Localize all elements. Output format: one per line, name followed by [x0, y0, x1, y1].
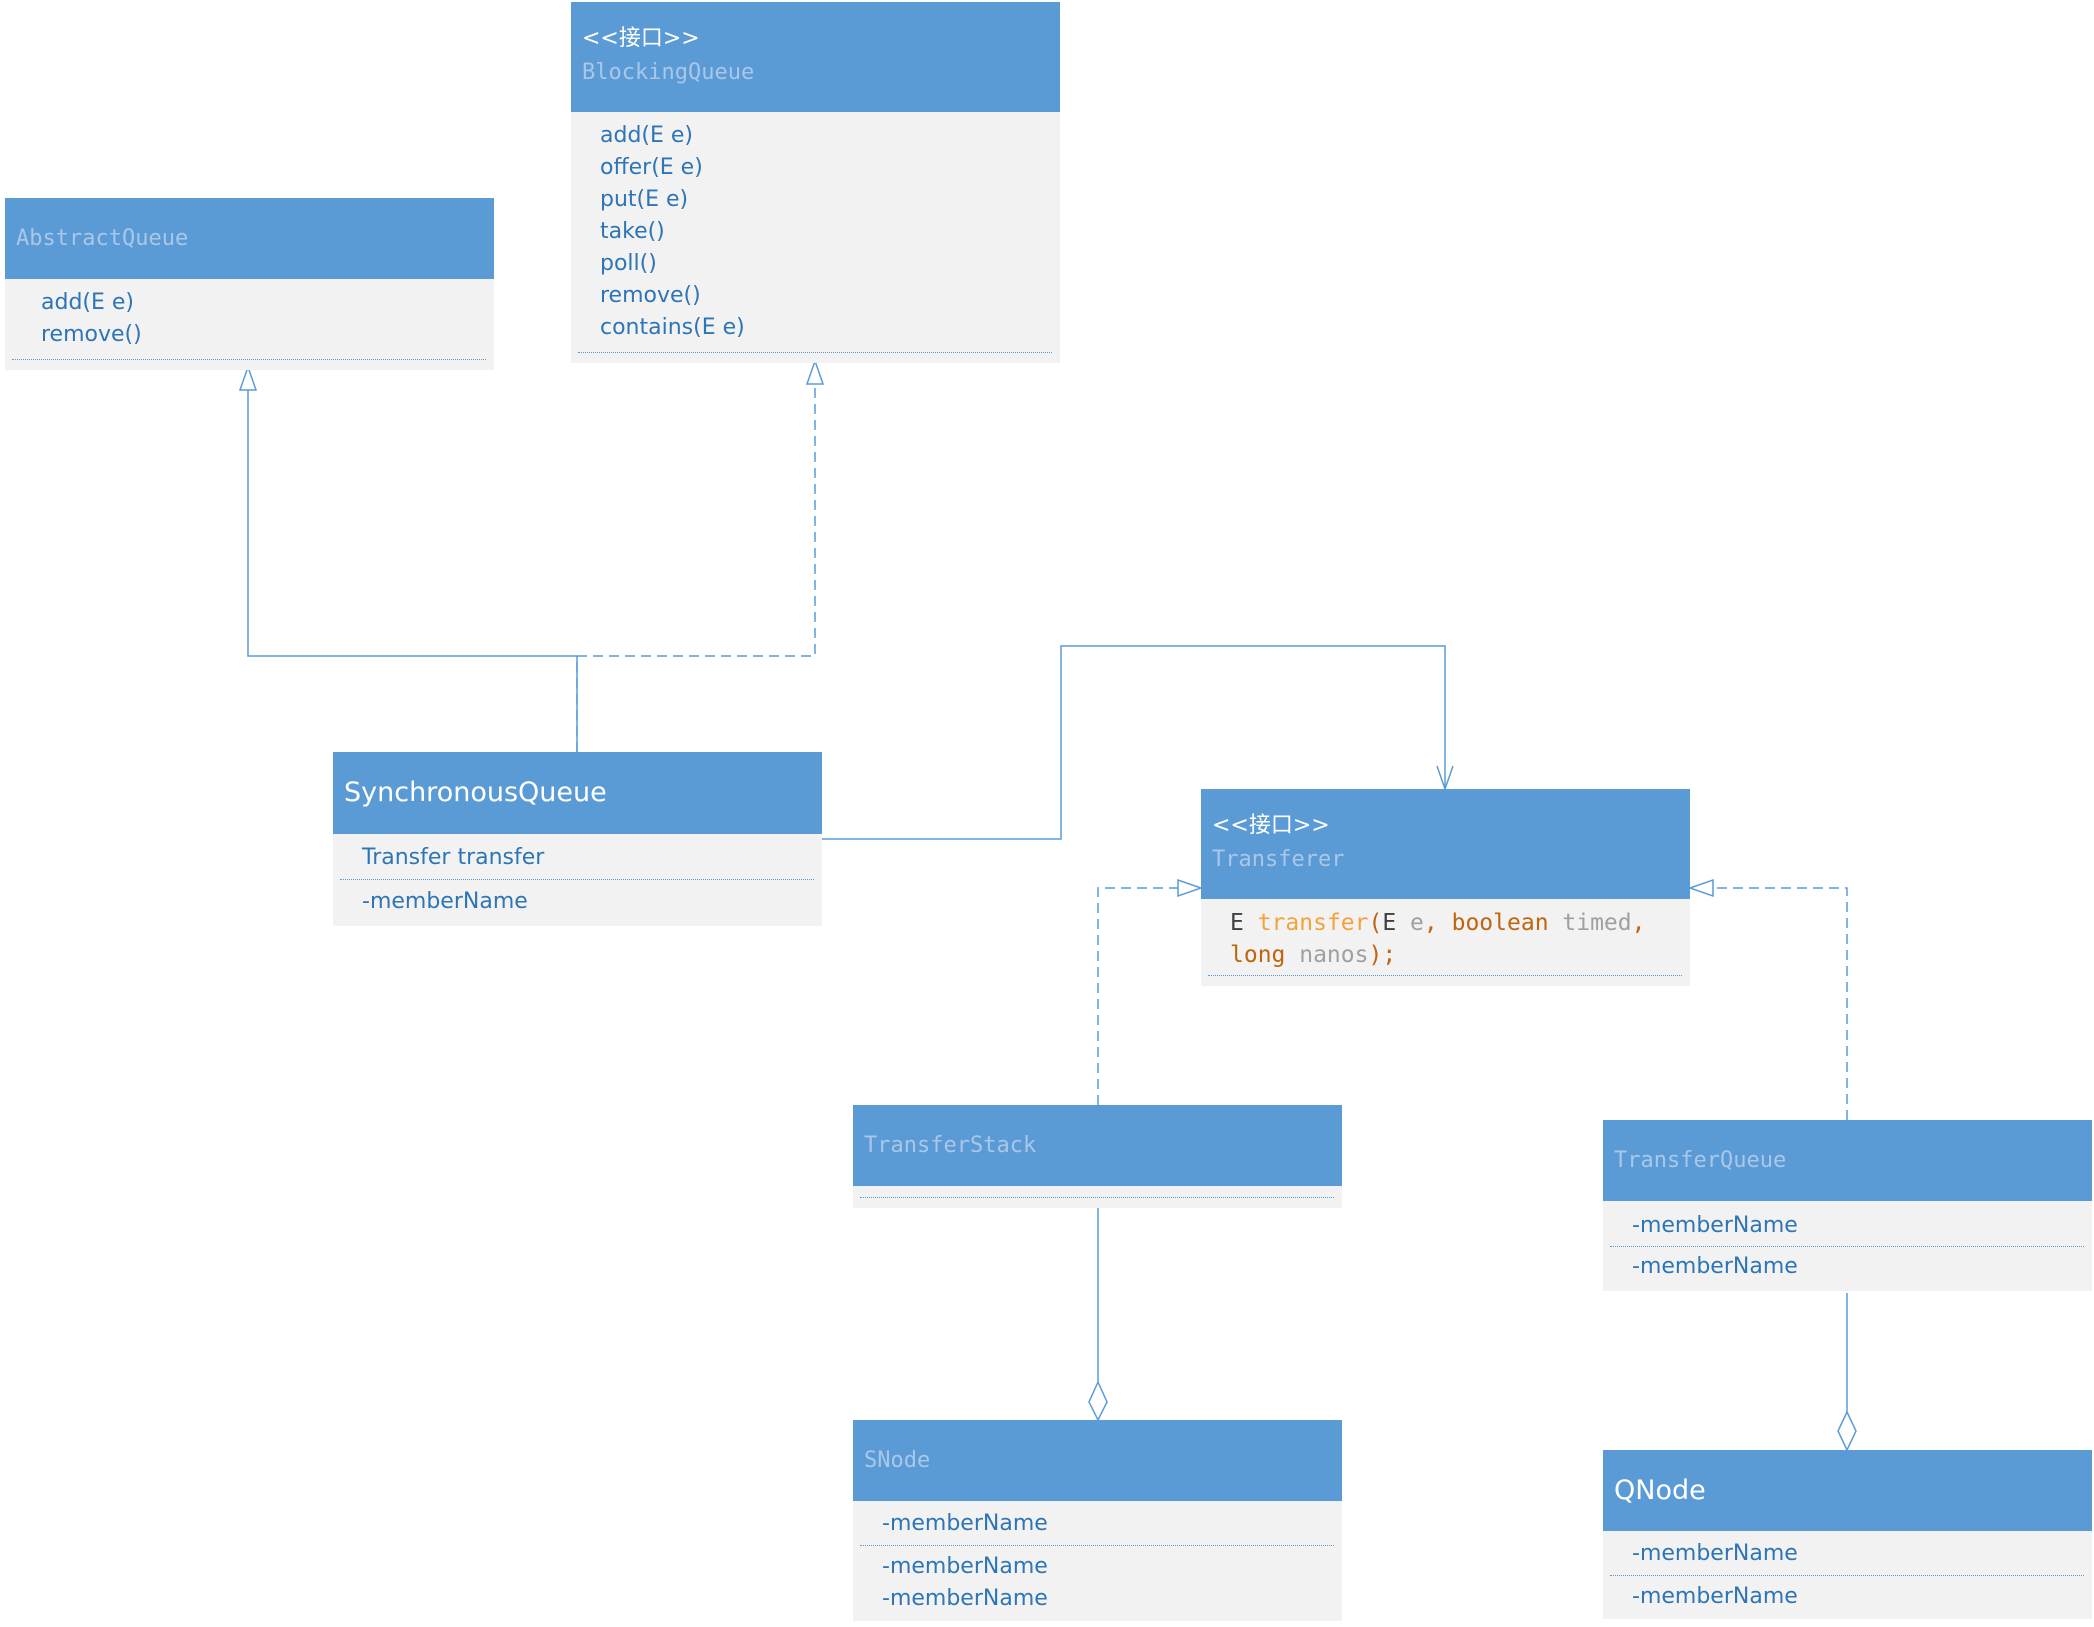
- class-name: TransferStack: [864, 1132, 1037, 1158]
- realization-arrowhead-blockingqueue: [805, 358, 825, 385]
- method-signature-continued: long nanos);: [1230, 939, 1672, 971]
- method: add(E e): [41, 290, 135, 315]
- class-name: QNode: [1614, 1474, 1706, 1506]
- class-transferer[interactable]: <<接口>> Transferer E transfer(E e, boolea…: [1201, 789, 1690, 986]
- method-section: add(E e) remove(): [12, 279, 486, 360]
- class-body: Transfer transfer -memberName: [333, 834, 822, 926]
- class-body: add(E e) offer(E e) put(E e) take() poll…: [571, 112, 1060, 363]
- open-paren: (: [1368, 910, 1383, 936]
- method: remove(): [600, 283, 701, 308]
- aggregation-diamond-qnode: [1837, 1410, 1857, 1452]
- aggregation-diamond-snode: [1088, 1380, 1108, 1422]
- class-body: E transfer(E e, boolean timed, long nano…: [1201, 899, 1690, 986]
- method-section: -memberName: [1610, 1246, 2084, 1291]
- field: -memberName: [1632, 1541, 1798, 1566]
- method: put(E e): [600, 187, 689, 212]
- method-section: -memberName -memberName: [860, 1545, 1334, 1621]
- stereotype: <<接口>>: [1212, 813, 1330, 838]
- class-abstractqueue[interactable]: AbstractQueue add(E e) remove(): [5, 198, 494, 370]
- method-signature: E transfer(E e, boolean timed,: [1230, 907, 1672, 939]
- class-synchronousqueue[interactable]: SynchronousQueue Transfer transfer -memb…: [333, 752, 822, 926]
- separator: ,: [1631, 910, 1646, 936]
- class-snode[interactable]: SNode -memberName -memberName -memberNam…: [853, 1420, 1342, 1621]
- class-name: AbstractQueue: [16, 225, 189, 251]
- method-section: -memberName: [340, 879, 814, 926]
- class-blockingqueue[interactable]: <<接口>> BlockingQueue add(E e) offer(E e)…: [571, 2, 1060, 363]
- method: -memberName: [882, 1554, 1048, 1579]
- class-body: -memberName -memberName: [1603, 1531, 2092, 1619]
- class-header: SynchronousQueue: [333, 752, 822, 834]
- method: add(E e): [600, 123, 694, 148]
- method: take(): [600, 219, 665, 244]
- member-separator: [860, 1197, 1334, 1210]
- class-header: SNode: [853, 1420, 1342, 1501]
- realization-line-transferstack: [1097, 887, 1178, 1105]
- class-transferstack[interactable]: TransferStack: [853, 1105, 1342, 1208]
- class-header: <<接口>> Transferer: [1201, 789, 1690, 899]
- param-name: nanos: [1285, 942, 1369, 968]
- method-section: -memberName: [1610, 1575, 2084, 1619]
- keyword: boolean: [1451, 910, 1549, 936]
- method: poll(): [600, 251, 657, 276]
- generalization-arrowhead-abstractqueue: [238, 364, 258, 391]
- association-line-transferer: [822, 645, 1446, 840]
- class-name: Transferer: [1212, 847, 1345, 872]
- method-section: add(E e) offer(E e) put(E e) take() poll…: [578, 112, 1052, 353]
- class-name: SynchronousQueue: [344, 777, 607, 808]
- realization-arrowhead-transferstack: [1177, 878, 1204, 898]
- keyword: long: [1230, 942, 1286, 968]
- class-header: TransferStack: [853, 1105, 1342, 1186]
- class-name: TransferQueue: [1614, 1147, 1787, 1173]
- field-section: Transfer transfer: [333, 834, 822, 879]
- realization-arrowhead-transferqueue: [1687, 878, 1714, 898]
- method: remove(): [41, 322, 142, 347]
- method: -memberName: [1632, 1584, 1798, 1609]
- field-section: -memberName: [1603, 1531, 2092, 1575]
- field-section: -memberName: [853, 1501, 1342, 1545]
- field: Transfer transfer: [362, 845, 545, 870]
- param-name: timed: [1548, 910, 1632, 936]
- class-header: TransferQueue: [1603, 1120, 2092, 1201]
- class-header: <<接口>> BlockingQueue: [571, 2, 1060, 112]
- class-name: SNode: [864, 1447, 931, 1473]
- class-name: BlockingQueue: [582, 60, 755, 85]
- field-section: -memberName: [1603, 1201, 2092, 1246]
- param-name: e: [1410, 910, 1424, 936]
- method-section: E transfer(E e, boolean timed, long nano…: [1208, 899, 1682, 976]
- stereotype: <<接口>>: [582, 26, 700, 51]
- field: -memberName: [1632, 1213, 1798, 1238]
- field: -memberName: [882, 1511, 1048, 1536]
- class-body: add(E e) remove(): [5, 279, 494, 370]
- method: -memberName: [882, 1586, 1048, 1611]
- class-body: [853, 1186, 1342, 1208]
- class-body: -memberName -memberName: [1603, 1201, 2092, 1291]
- class-qnode[interactable]: QNode -memberName -memberName: [1603, 1450, 2092, 1619]
- method: -memberName: [362, 889, 528, 914]
- method: -memberName: [1632, 1254, 1798, 1279]
- param-type: E: [1382, 910, 1411, 936]
- class-transferqueue[interactable]: TransferQueue -memberName -memberName: [1603, 1120, 2092, 1291]
- return-type: E: [1230, 910, 1258, 936]
- generalization-line-abstractqueue: [247, 390, 578, 752]
- class-body: -memberName -memberName -memberName: [853, 1501, 1342, 1621]
- realization-line-blockingqueue: [576, 384, 816, 752]
- close-paren: );: [1368, 942, 1397, 968]
- method: offer(E e): [600, 155, 703, 180]
- realization-line-transferqueue: [1713, 887, 1848, 1120]
- method-name: transfer: [1257, 910, 1369, 936]
- class-header: QNode: [1603, 1450, 2092, 1531]
- class-header: AbstractQueue: [5, 198, 494, 279]
- separator: ,: [1423, 910, 1452, 936]
- method: contains(E e): [600, 315, 745, 340]
